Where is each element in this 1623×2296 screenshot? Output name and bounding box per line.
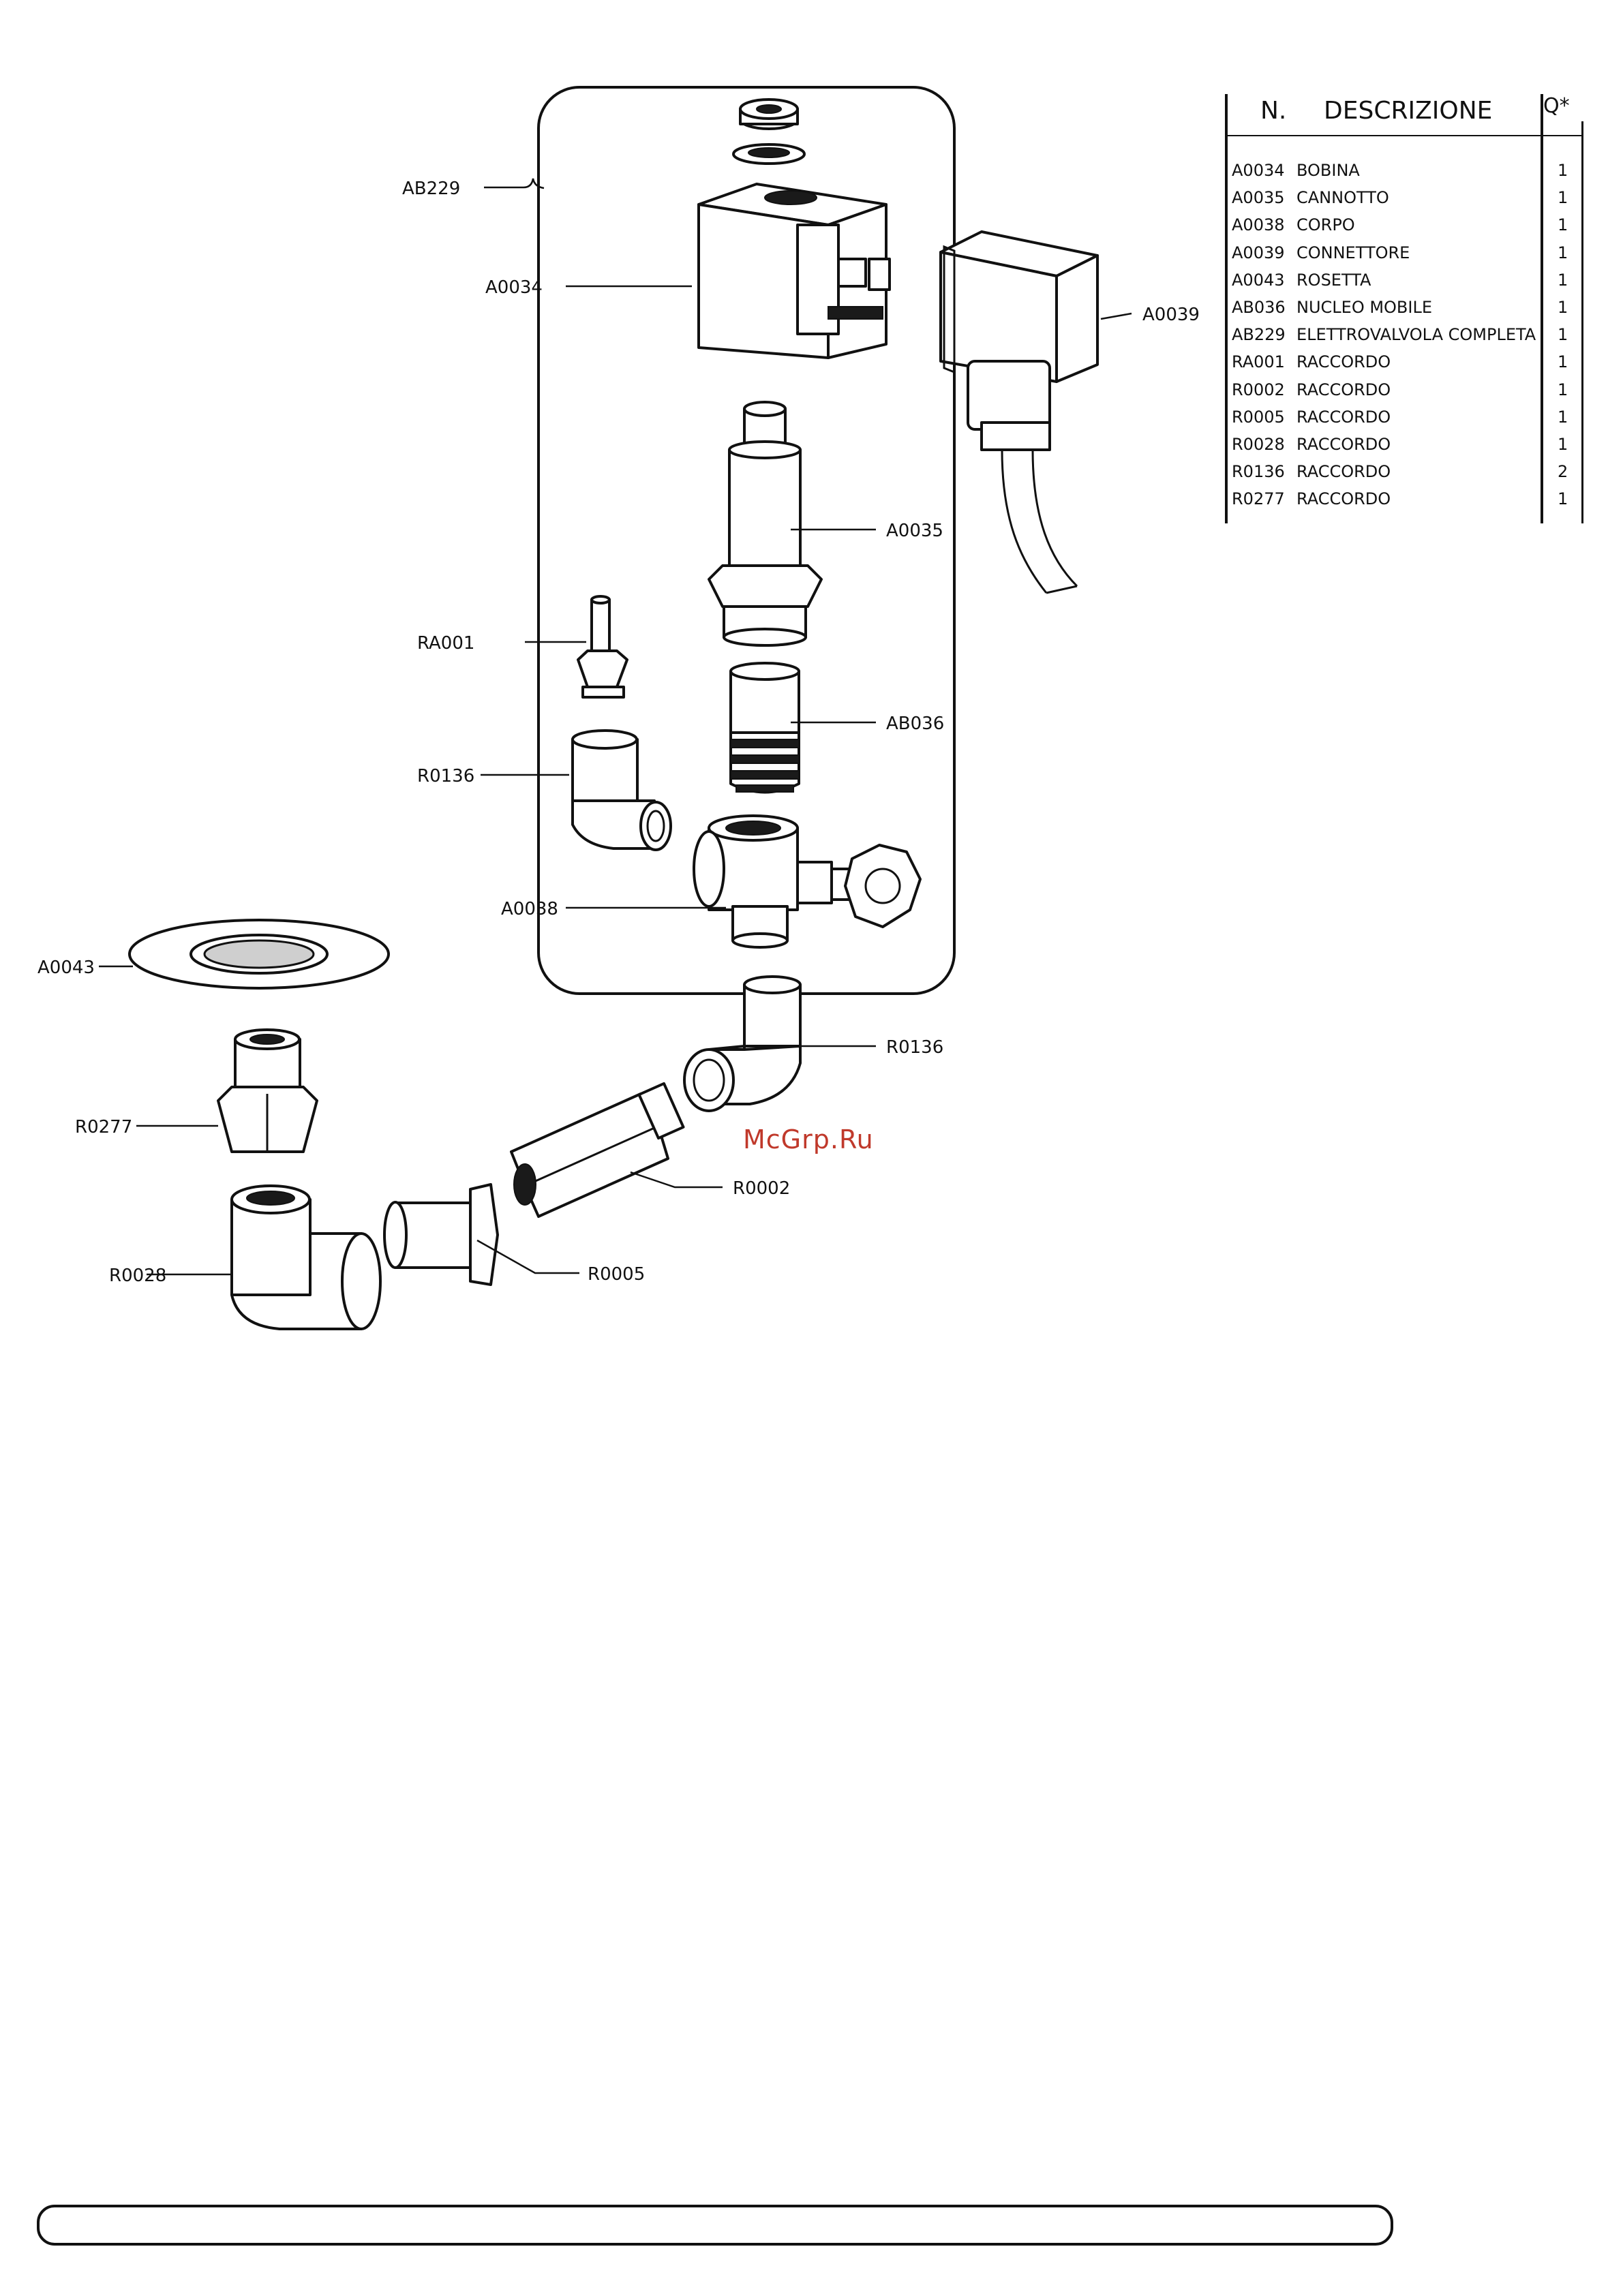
table-row: A0035 CANNOTTO 1: [1232, 188, 1579, 215]
header-description: DESCRIZIONE: [1324, 97, 1493, 125]
label-r0277: R0277: [75, 1117, 132, 1137]
table-row: R0005 RACCORDO 1: [1232, 408, 1579, 435]
part-code: AB229: [1232, 325, 1286, 345]
part-quantity: 1: [1558, 298, 1568, 317]
label-a0035: A0035: [886, 521, 943, 541]
label-r0136-top: R0136: [417, 766, 474, 786]
part-code: A0039: [1232, 243, 1285, 262]
coil-bobina: [697, 183, 891, 359]
table-qty-divider: [1541, 94, 1543, 523]
washer-rosetta: [128, 919, 390, 990]
top-nut: [739, 98, 799, 130]
part-quantity: 1: [1558, 489, 1568, 509]
part-code: R0028: [1232, 435, 1285, 454]
part-description: RACCORDO: [1296, 380, 1391, 399]
top-washer: [732, 143, 806, 165]
part-quantity: 1: [1558, 215, 1568, 235]
part-quantity: 1: [1558, 243, 1568, 262]
table-row: A0038 CORPO 1: [1232, 215, 1579, 243]
label-a0043: A0043: [37, 958, 95, 978]
part-description: RACCORDO: [1296, 435, 1391, 454]
label-a0034: A0034: [485, 277, 543, 298]
part-quantity: 1: [1558, 407, 1568, 427]
table-right-border: [1581, 121, 1583, 523]
table-header-rule: [1225, 135, 1581, 136]
part-description: RACCORDO: [1296, 407, 1391, 427]
part-code: R0005: [1232, 407, 1285, 427]
elbow-r0028: [230, 1184, 382, 1330]
leader-lines: [99, 178, 1132, 1276]
part-code: A0043: [1232, 270, 1285, 290]
elbow-r0136-bottom: [683, 975, 802, 1112]
elbow-r0136-top: [571, 729, 672, 851]
label-ab229: AB229: [402, 179, 460, 199]
table-row: AB229 ELETTROVALVOLA COMPLETA 1: [1232, 325, 1579, 352]
part-quantity: 1: [1558, 270, 1568, 290]
table-row: R0277 RACCORDO 1: [1232, 489, 1579, 517]
part-quantity: 1: [1558, 352, 1568, 372]
label-ab036: AB036: [886, 714, 944, 734]
part-quantity: 1: [1558, 380, 1568, 399]
table-row: R0028 RACCORDO 1: [1232, 435, 1579, 462]
table-row: R0002 RACCORDO 1: [1232, 380, 1579, 408]
table-row: A0034 BOBINA 1: [1232, 161, 1579, 188]
label-r0005: R0005: [588, 1264, 645, 1285]
part-quantity: 1: [1558, 435, 1568, 454]
part-code: AB036: [1232, 298, 1286, 317]
part-description: CORPO: [1296, 215, 1355, 235]
part-code: R0002: [1232, 380, 1285, 399]
fitting-ra001: [577, 595, 628, 699]
header-quantity: Q*: [1543, 94, 1570, 118]
coupling-r0002: [510, 1082, 685, 1218]
part-code: A0038: [1232, 215, 1285, 235]
label-r0002: R0002: [733, 1178, 790, 1199]
part-description: CONNETTORE: [1296, 243, 1410, 262]
footer-bar: [37, 2205, 1393, 2246]
part-description: RACCORDO: [1296, 489, 1391, 509]
part-quantity: 1: [1558, 188, 1568, 208]
part-description: ELETTROVALVOLA COMPLETA: [1296, 325, 1536, 345]
fitting-r0277: [217, 1028, 318, 1153]
part-description: ROSETTA: [1296, 270, 1371, 290]
tube-cannotto: [708, 401, 823, 647]
table-row: A0039 CONNETTORE 1: [1232, 243, 1579, 271]
part-description: NUCLEO MOBILE: [1296, 298, 1433, 317]
connector: [939, 230, 1099, 594]
part-description: RACCORDO: [1296, 462, 1391, 482]
part-code: R0277: [1232, 489, 1285, 509]
mobile-core: [729, 662, 800, 794]
table-row: R0136 RACCORDO 2: [1232, 462, 1579, 489]
part-description: RACCORDO: [1296, 352, 1391, 372]
valve-body: [693, 814, 922, 949]
table-row: A0043 ROSETTA 1: [1232, 271, 1579, 298]
part-description: BOBINA: [1296, 161, 1360, 180]
header-number: N.: [1260, 97, 1287, 125]
part-quantity: 2: [1558, 462, 1568, 482]
label-r0136-bottom: R0136: [886, 1037, 943, 1058]
part-code: R0136: [1232, 462, 1285, 482]
watermark-text: McGrp.Ru: [743, 1124, 874, 1154]
table-left-border: [1225, 94, 1228, 523]
nipple-r0005: [383, 1183, 499, 1286]
part-code: A0035: [1232, 188, 1285, 208]
part-description: CANNOTTO: [1296, 188, 1389, 208]
label-a0039: A0039: [1142, 305, 1200, 325]
label-ra001: RA001: [417, 633, 474, 654]
part-code: A0034: [1232, 161, 1285, 180]
label-r0028: R0028: [109, 1266, 166, 1286]
part-quantity: 1: [1558, 325, 1568, 345]
table-row: AB036 NUCLEO MOBILE 1: [1232, 298, 1579, 325]
part-quantity: 1: [1558, 161, 1568, 180]
part-code: RA001: [1232, 352, 1285, 372]
table-row: RA001 RACCORDO 1: [1232, 352, 1579, 380]
label-a0038: A0038: [501, 899, 558, 919]
